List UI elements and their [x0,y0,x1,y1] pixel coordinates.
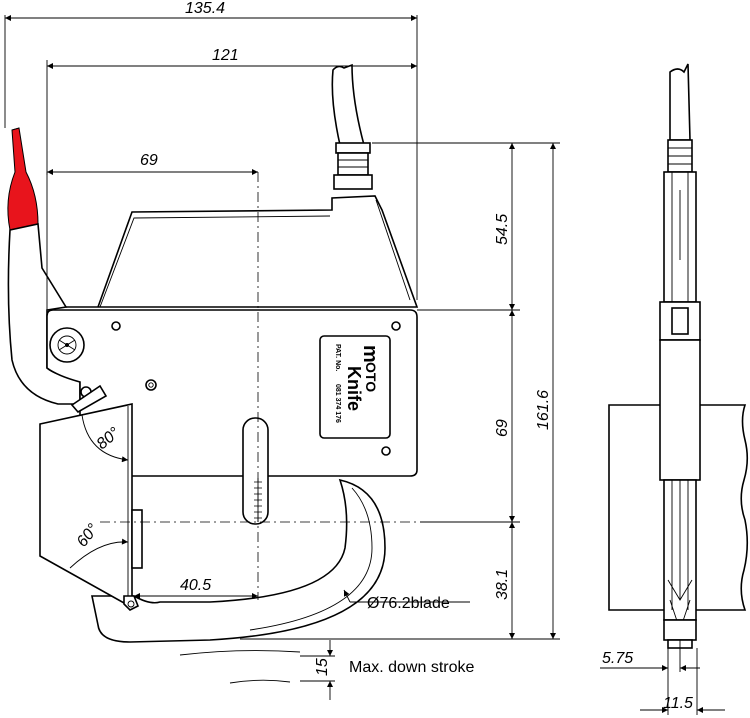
front-view: m OTO Knife PAT. No. 081 374 176 [7,63,420,684]
patent-line-1: PAT. No. [334,344,341,371]
nameplate [319,335,391,439]
pointer-red [7,127,39,231]
cable-fitting [335,142,371,154]
dim-lower-height: 38.1 [494,569,511,600]
dim-total-height: 161.6 [535,390,552,430]
dim-upper-height: 54.5 [494,214,511,245]
note-max-down-stroke: Max. down stroke [349,659,474,676]
dim-center-offset: 69 [140,152,158,169]
screw-top-right [391,321,401,331]
patent-line-2: 081 374 176 [334,384,341,423]
note-blade-diameter: Ø76.2blade [367,595,450,612]
brand-line-2: Knife [344,366,364,411]
dimension-lines [4,15,560,700]
dim-side-offset: 5.75 [602,650,633,667]
dim-down-stroke: 15 [314,658,331,676]
screw-lower-right [381,446,391,456]
cable [331,63,366,146]
dim-mid-height: 69 [494,419,511,437]
dim-blade-offset: 40.5 [180,577,211,594]
dim-overall-width: 135.4 [185,0,225,17]
screw-top-left [111,321,121,331]
svg-text:m: m [359,345,381,363]
upper-housing [66,195,419,308]
side-dimension-labels: 5.75 11.5 [602,650,693,712]
brand-line-1: OTO [363,362,379,392]
dim-side-width: 11.5 [663,695,693,712]
side-view [600,63,749,715]
guide-slot [242,417,269,525]
screw-middle [145,379,157,391]
blade-guard [91,478,386,643]
cable-nut [337,152,369,176]
dim-body-width: 121 [212,47,239,64]
